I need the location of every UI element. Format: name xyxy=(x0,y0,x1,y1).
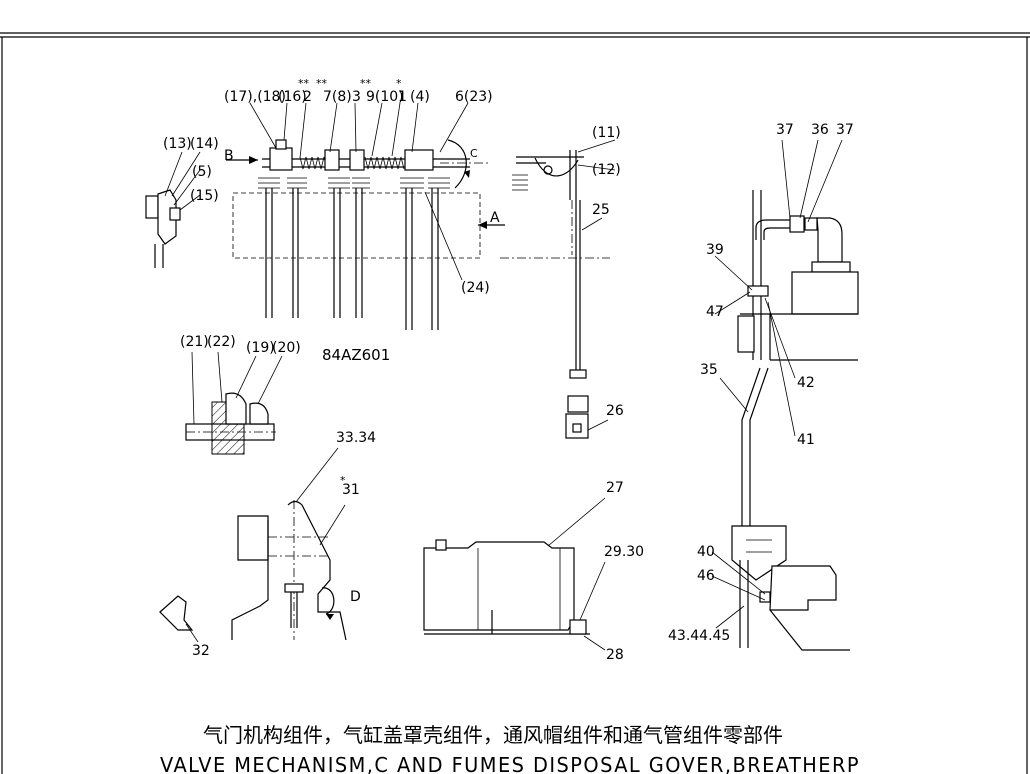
callout-4: (4) xyxy=(410,89,430,105)
callout-42: 42 xyxy=(797,375,815,391)
valve-mechanism-view xyxy=(145,102,505,330)
view-arrow-a: A xyxy=(490,210,500,226)
callout-17-18: (17),(18) xyxy=(224,89,286,105)
callout-26: 26 xyxy=(606,403,624,419)
callout-2: 2 xyxy=(303,89,312,105)
breather-pipe-view xyxy=(711,139,859,651)
arc-label-c: C xyxy=(470,147,478,160)
callout-9-10: 9(10) xyxy=(366,89,404,105)
rocker-end-view xyxy=(500,139,616,439)
callout-13: (13) xyxy=(163,136,192,152)
cover-shell-view xyxy=(423,497,606,651)
pin-section-view xyxy=(185,351,283,455)
callout-33-34: 33.34 xyxy=(336,430,376,446)
callout-29-30: 29.30 xyxy=(604,544,644,560)
callout-22: (22) xyxy=(207,334,236,350)
callout-7-8: 7(8) xyxy=(323,89,352,105)
callout-16: (16) xyxy=(278,89,307,105)
callout-7-mark: ** xyxy=(316,77,328,90)
callout-11: (11) xyxy=(592,125,621,141)
callout-32: 32 xyxy=(192,643,210,659)
callout-27: 27 xyxy=(606,480,624,496)
callout-1: 1 xyxy=(398,89,407,105)
drawing-code: 84AZ601 xyxy=(322,346,390,364)
callout-36: 36 xyxy=(811,122,829,138)
callout-35: 35 xyxy=(700,362,718,378)
caption-block: 气门机构组件，气缸盖罩壳组件，通风帽组件和通气管组件零部件 VALVE MECH… xyxy=(160,723,860,774)
callout-5: (5) xyxy=(192,164,212,180)
callout-31: 31 xyxy=(342,482,360,498)
callout-46: 46 xyxy=(697,568,715,584)
callout-3: 3 xyxy=(352,89,361,105)
callout-25: 25 xyxy=(592,202,610,218)
callout-labels: (17),(18) (16) 2 ** 7(8) ** 3 9(10) ** 1… xyxy=(163,77,854,663)
callout-14: (14) xyxy=(190,136,219,152)
callout-40: 40 xyxy=(697,544,715,560)
callout-19: (19) xyxy=(246,340,275,356)
callout-20: (20) xyxy=(272,340,301,356)
callout-21: (21) xyxy=(180,334,209,350)
callout-12: (12) xyxy=(592,162,621,178)
callout-31-mark: * xyxy=(340,474,346,487)
caption-chinese: 气门机构组件，气缸盖罩壳组件，通风帽组件和通气管组件零部件 xyxy=(203,723,783,747)
callout-24: (24) xyxy=(461,280,490,296)
callout-39: 39 xyxy=(706,242,724,258)
arc-label-d: D xyxy=(350,589,361,605)
callout-9-mark: ** xyxy=(360,77,372,90)
callout-37-right: 37 xyxy=(836,122,854,138)
callout-37-left: 37 xyxy=(776,122,794,138)
sheet-frame xyxy=(0,32,1030,774)
callout-6-23: 6(23) xyxy=(455,89,493,105)
cover-section-view xyxy=(159,447,347,643)
callout-43-44-45: 43.44.45 xyxy=(668,628,730,644)
callout-1-mark: * xyxy=(396,77,402,90)
callout-2-mark: ** xyxy=(298,77,310,90)
view-arrow-b: B xyxy=(224,148,234,164)
callout-41: 41 xyxy=(797,432,815,448)
callout-28: 28 xyxy=(606,647,624,663)
callout-15: (15) xyxy=(190,188,219,204)
caption-english: VALVE MECHANISM,C AND FUMES DISPOSAL GOV… xyxy=(160,753,860,774)
callout-47: 47 xyxy=(706,304,724,320)
